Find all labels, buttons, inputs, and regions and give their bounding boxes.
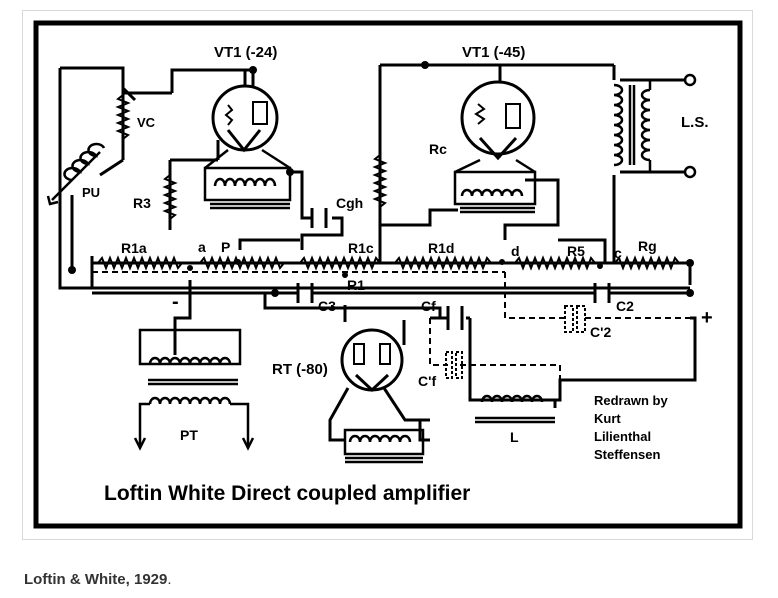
diagram-title: Loftin White Direct coupled amplifier [104, 482, 470, 505]
label-a: a [198, 239, 206, 255]
filament-transformer-rt80 [343, 428, 425, 464]
capacitors [296, 208, 611, 330]
resistor-vc [115, 94, 131, 140]
figure-frame [22, 10, 753, 540]
label-c2-prime: C'2 [590, 324, 611, 340]
label-rc: Rc [429, 141, 447, 157]
label-r1c: R1c [348, 240, 374, 256]
label-p: P [221, 239, 230, 255]
label-cf-prime: C'f [418, 373, 436, 389]
filament-transformer-vt1-24 [203, 148, 292, 210]
filament-transformer-vt1-45 [453, 158, 537, 214]
resistor-r3 [162, 174, 178, 220]
resistor-rc [372, 154, 388, 208]
label-vc: VC [137, 115, 156, 130]
label-rg: Rg [638, 238, 657, 254]
label-c3: C3 [318, 298, 336, 314]
figure-caption: Loftin & White, 1929. [24, 571, 172, 588]
tube-rt80 [340, 328, 404, 393]
label-cf: Cf [421, 298, 436, 314]
credit-line-3: Lilienthal [594, 429, 651, 444]
resistors [97, 94, 680, 271]
label-c2: C2 [616, 298, 634, 314]
label-l: L [510, 429, 519, 445]
label-ls: L.S. [681, 114, 709, 131]
label-r1d: R1d [428, 240, 454, 256]
label-vt1-24: VT1 (-24) [214, 44, 277, 61]
label-cgh: Cgh [336, 195, 363, 211]
tube-vt1-45 [460, 80, 536, 161]
credit-line-1: Redrawn by [594, 393, 668, 408]
caption-text: Loftin & White, 1929 [24, 571, 168, 588]
label-c: c [614, 245, 622, 261]
dashed-wiring [92, 271, 690, 380]
speaker-terminals [683, 73, 697, 179]
label-pu: PU [82, 185, 100, 200]
tube-vt1-24 [211, 70, 279, 153]
label-pt: PT [180, 427, 198, 443]
resistor-r5 [514, 255, 596, 271]
label-vt1-45: VT1 (-45) [462, 44, 525, 61]
resistor-r1b [199, 255, 285, 271]
resistor-rg [614, 255, 680, 271]
pickup-coil [46, 142, 106, 206]
label-minus: - [172, 291, 179, 313]
caption-period: . [167, 571, 172, 588]
choke-l [475, 394, 555, 424]
resistor-r1c [299, 255, 381, 271]
power-transformer [133, 328, 255, 451]
junction-dots [68, 61, 694, 297]
dashed-capacitors [445, 305, 586, 379]
resistor-r1d [394, 255, 492, 271]
label-r3: R3 [133, 195, 151, 211]
label-rt80: RT (-80) [272, 361, 328, 378]
label-d: d [511, 243, 520, 259]
output-transformer [613, 80, 652, 172]
credit-line-2: Kurt [594, 411, 621, 426]
label-r5: R5 [567, 243, 585, 259]
resistor-r1a [97, 255, 183, 271]
label-r1: R1 [347, 277, 365, 293]
credit-block: Redrawn by Kurt Lilienthal Steffensen [594, 393, 668, 462]
schematic-diagram: VT1 (-24) VT1 (-45) VC PU R3 Rc L.S. Cgh… [33, 20, 743, 529]
credit-line-4: Steffensen [594, 447, 661, 462]
label-plus: + [701, 307, 713, 329]
label-r1a: R1a [121, 240, 147, 256]
diagram-border [33, 20, 743, 529]
